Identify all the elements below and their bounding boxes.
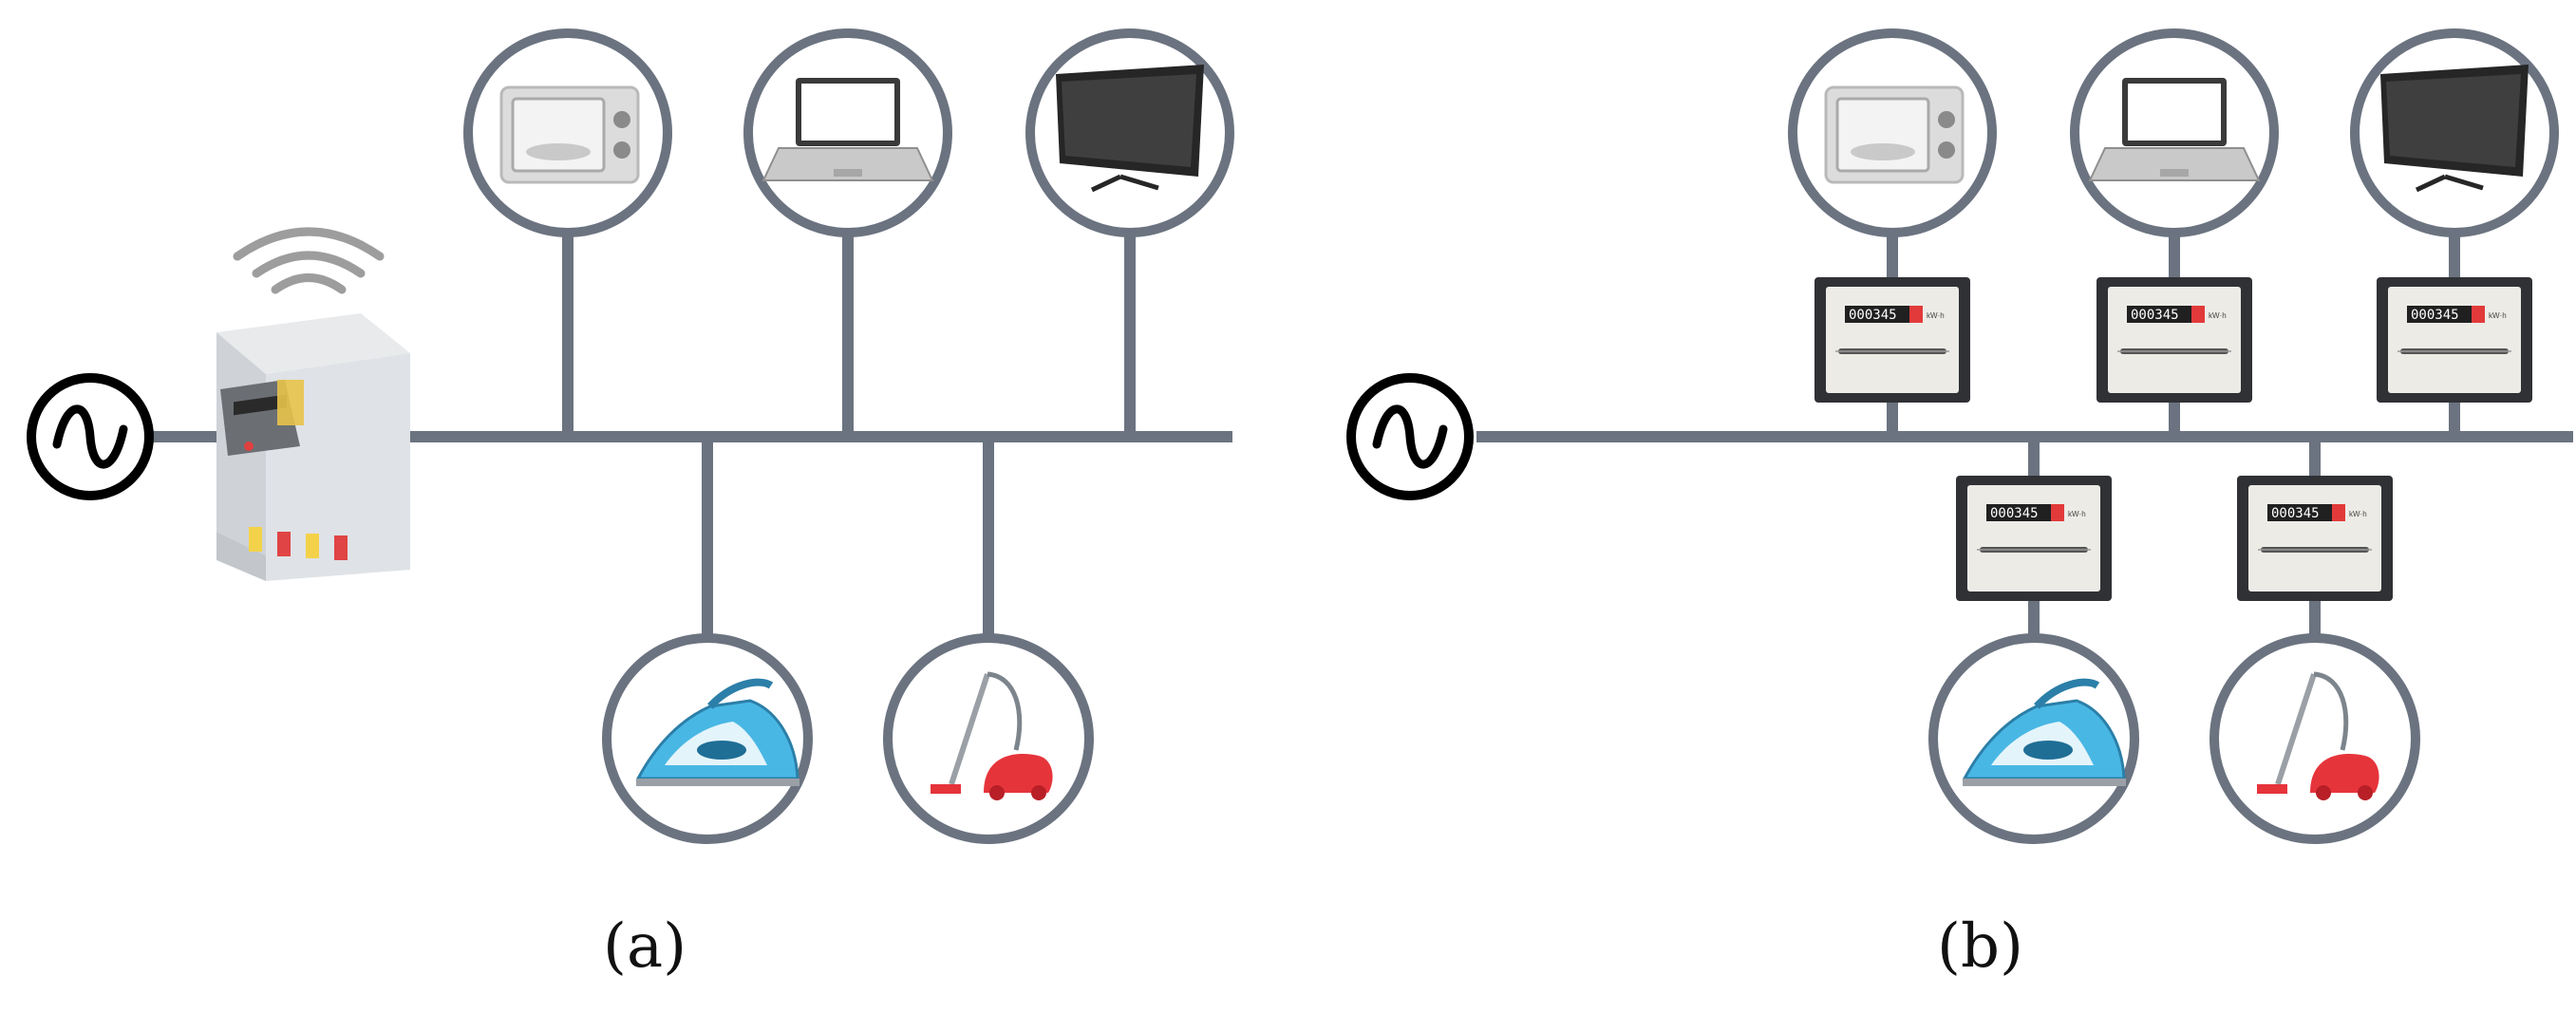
microwave-circle-b	[1788, 28, 1997, 237]
vacuum-circle-b	[2209, 633, 2420, 844]
vacuum-icon	[931, 671, 1053, 800]
ac-source-icon	[27, 373, 154, 500]
meter-iron-b	[1956, 476, 2112, 601]
microwave-icon	[1824, 85, 1965, 184]
ac-source-icon	[1346, 373, 1474, 500]
iron-icon	[1962, 678, 2126, 786]
tv-circle-b	[2350, 28, 2559, 237]
meter-vacuum-b	[2237, 476, 2393, 601]
tv-icon	[1056, 65, 1204, 193]
iron-circle-b	[1928, 633, 2139, 844]
vacuum-circle-a	[883, 633, 1094, 844]
meter-tv-b	[2377, 277, 2532, 403]
panel-a-caption: (a)	[603, 911, 687, 982]
laptop-icon	[2088, 78, 2261, 181]
microwave-circle-a	[463, 28, 672, 237]
tv-circle-a	[1025, 28, 1234, 237]
laptop-circle-a	[743, 28, 952, 237]
meter-laptop-b	[2097, 277, 2252, 403]
meter-microwave-b	[1814, 277, 1970, 403]
laptop-circle-b	[2070, 28, 2279, 237]
microwave-icon	[499, 85, 640, 184]
iron-icon	[635, 678, 799, 786]
panel-a	[27, 28, 1234, 844]
tv-icon	[2380, 65, 2529, 193]
panel-b	[1346, 28, 2573, 844]
panel-b-caption: (b)	[1937, 911, 2023, 982]
smart-meter-icon	[216, 227, 410, 581]
iron-circle-a	[602, 633, 813, 844]
laptop-icon	[762, 78, 934, 181]
vacuum-icon	[2257, 671, 2379, 800]
